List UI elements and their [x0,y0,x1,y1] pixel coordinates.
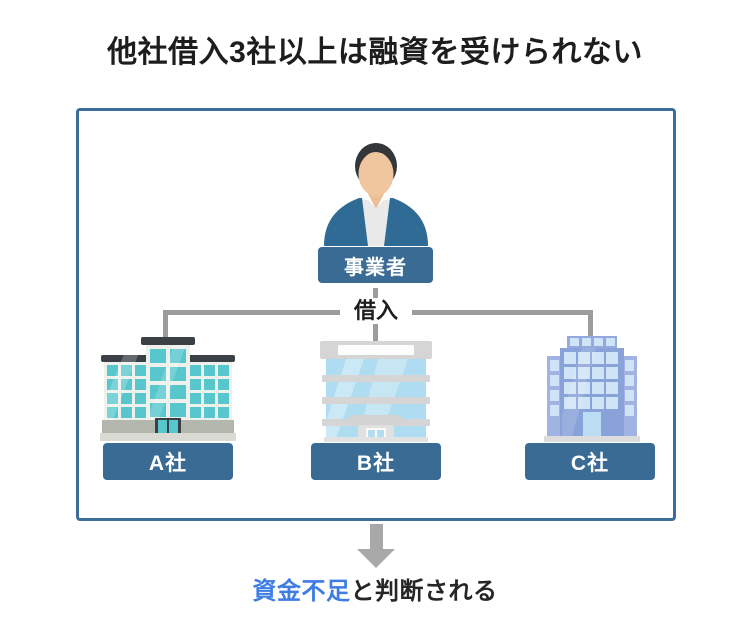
businessman-icon [324,143,428,246]
office-building-a-icon [100,337,236,441]
company-b-label: B社 [311,443,441,480]
result-text: と判断される [350,578,498,605]
office-building-c-icon [544,336,640,442]
result-caption: 資金不足と判断される [0,571,750,606]
company-c-label: C社 [525,443,655,480]
company-a-label: A社 [103,443,233,480]
person-label: 事業者 [318,247,433,283]
down-arrow-stem [370,524,383,549]
office-building-b-icon [320,341,432,442]
connector-line-right-drop [588,310,593,338]
down-arrow-head [357,549,395,568]
page-title: 他社借入3社以上は融資を受けられない [107,36,643,69]
connector-line-mid-drop [373,324,378,341]
result-highlight: 資金不足 [252,578,351,605]
connector-label: 借入 [340,298,412,324]
down-arrow-icon [357,524,396,568]
connector-line-top [373,288,378,299]
connector-line-left-drop [163,310,168,338]
